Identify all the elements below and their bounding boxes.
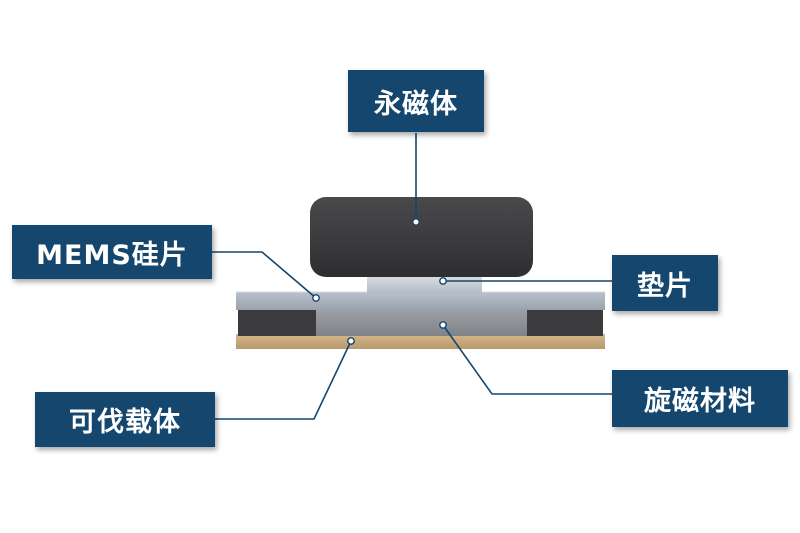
- leader-line-mems: [212, 251, 317, 299]
- label-pad: 垫片: [612, 255, 718, 311]
- anchor-dot-magnet: [412, 218, 420, 226]
- anchor-dot-mems: [312, 294, 320, 302]
- mems-silicon-chip: [236, 292, 605, 310]
- anchor-dots: [312, 218, 447, 345]
- permanent-magnet: [310, 197, 533, 277]
- label-mems-silicon-chip: MEMS硅片: [12, 225, 212, 279]
- anchor-dot-material: [439, 321, 447, 329]
- label-gyromagnetic-material: 旋磁材料: [612, 370, 788, 427]
- pad: [367, 272, 482, 293]
- left-side-block: [238, 309, 316, 336]
- anchor-dot-pad: [439, 277, 447, 285]
- leader-line-material: [442, 324, 612, 395]
- label-permanent-magnet: 永磁体: [348, 70, 484, 132]
- right-side-block: [527, 309, 603, 336]
- leader-lines: [212, 133, 612, 420]
- kovar-carrier: [236, 334, 605, 349]
- anchor-dot-carrier: [347, 337, 355, 345]
- leader-line-carrier: [215, 340, 352, 420]
- gyromagnetic-material: [316, 309, 527, 336]
- label-kovar-carrier: 可伐载体: [35, 392, 215, 447]
